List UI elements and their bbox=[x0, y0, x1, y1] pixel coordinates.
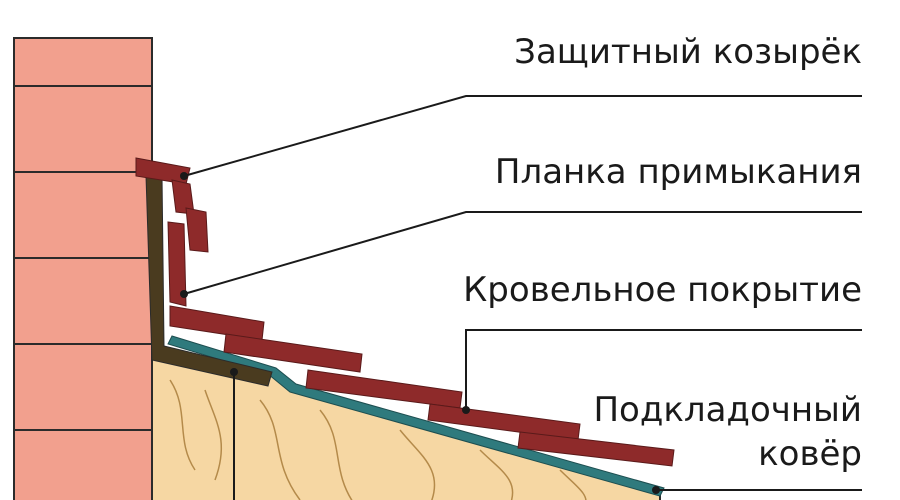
wood-grain bbox=[204, 389, 223, 481]
label-abutment-strip: Планка примыкания bbox=[494, 152, 862, 192]
shingle bbox=[517, 431, 675, 467]
leader-abutment-strip bbox=[183, 211, 862, 295]
wood-grain bbox=[319, 409, 353, 500]
cap-step bbox=[185, 207, 209, 253]
leader-roof-covering bbox=[465, 329, 862, 410]
leader-dot bbox=[180, 290, 188, 298]
cap-step bbox=[167, 221, 187, 307]
underlay-layer bbox=[167, 335, 665, 497]
leader-dots bbox=[180, 172, 660, 494]
wood-grain bbox=[479, 449, 514, 500]
leader-dot bbox=[652, 486, 660, 494]
leader-lines bbox=[183, 95, 862, 500]
wood-grain bbox=[399, 429, 436, 500]
shingle bbox=[169, 305, 265, 341]
wood-grain bbox=[169, 379, 196, 471]
roof-base bbox=[151, 354, 661, 500]
wood-grain bbox=[259, 399, 301, 500]
insulation-layer bbox=[151, 354, 661, 500]
wall-body bbox=[13, 37, 153, 500]
shingle bbox=[223, 333, 363, 373]
label-underlay-line2: ковёр bbox=[758, 434, 862, 474]
leader-protective-cap bbox=[183, 95, 862, 177]
wood-grain bbox=[559, 469, 587, 500]
leader-dot bbox=[462, 406, 470, 414]
leader-dot bbox=[180, 172, 188, 180]
protective-cap bbox=[135, 157, 209, 307]
label-underlay-line1: Подкладочный bbox=[593, 390, 862, 430]
leader-dot bbox=[230, 368, 238, 376]
brick-wall bbox=[13, 37, 153, 500]
label-protective-cap: Защитный козырёк bbox=[514, 32, 862, 72]
label-roof-covering: Кровельное покрытие bbox=[463, 270, 862, 310]
